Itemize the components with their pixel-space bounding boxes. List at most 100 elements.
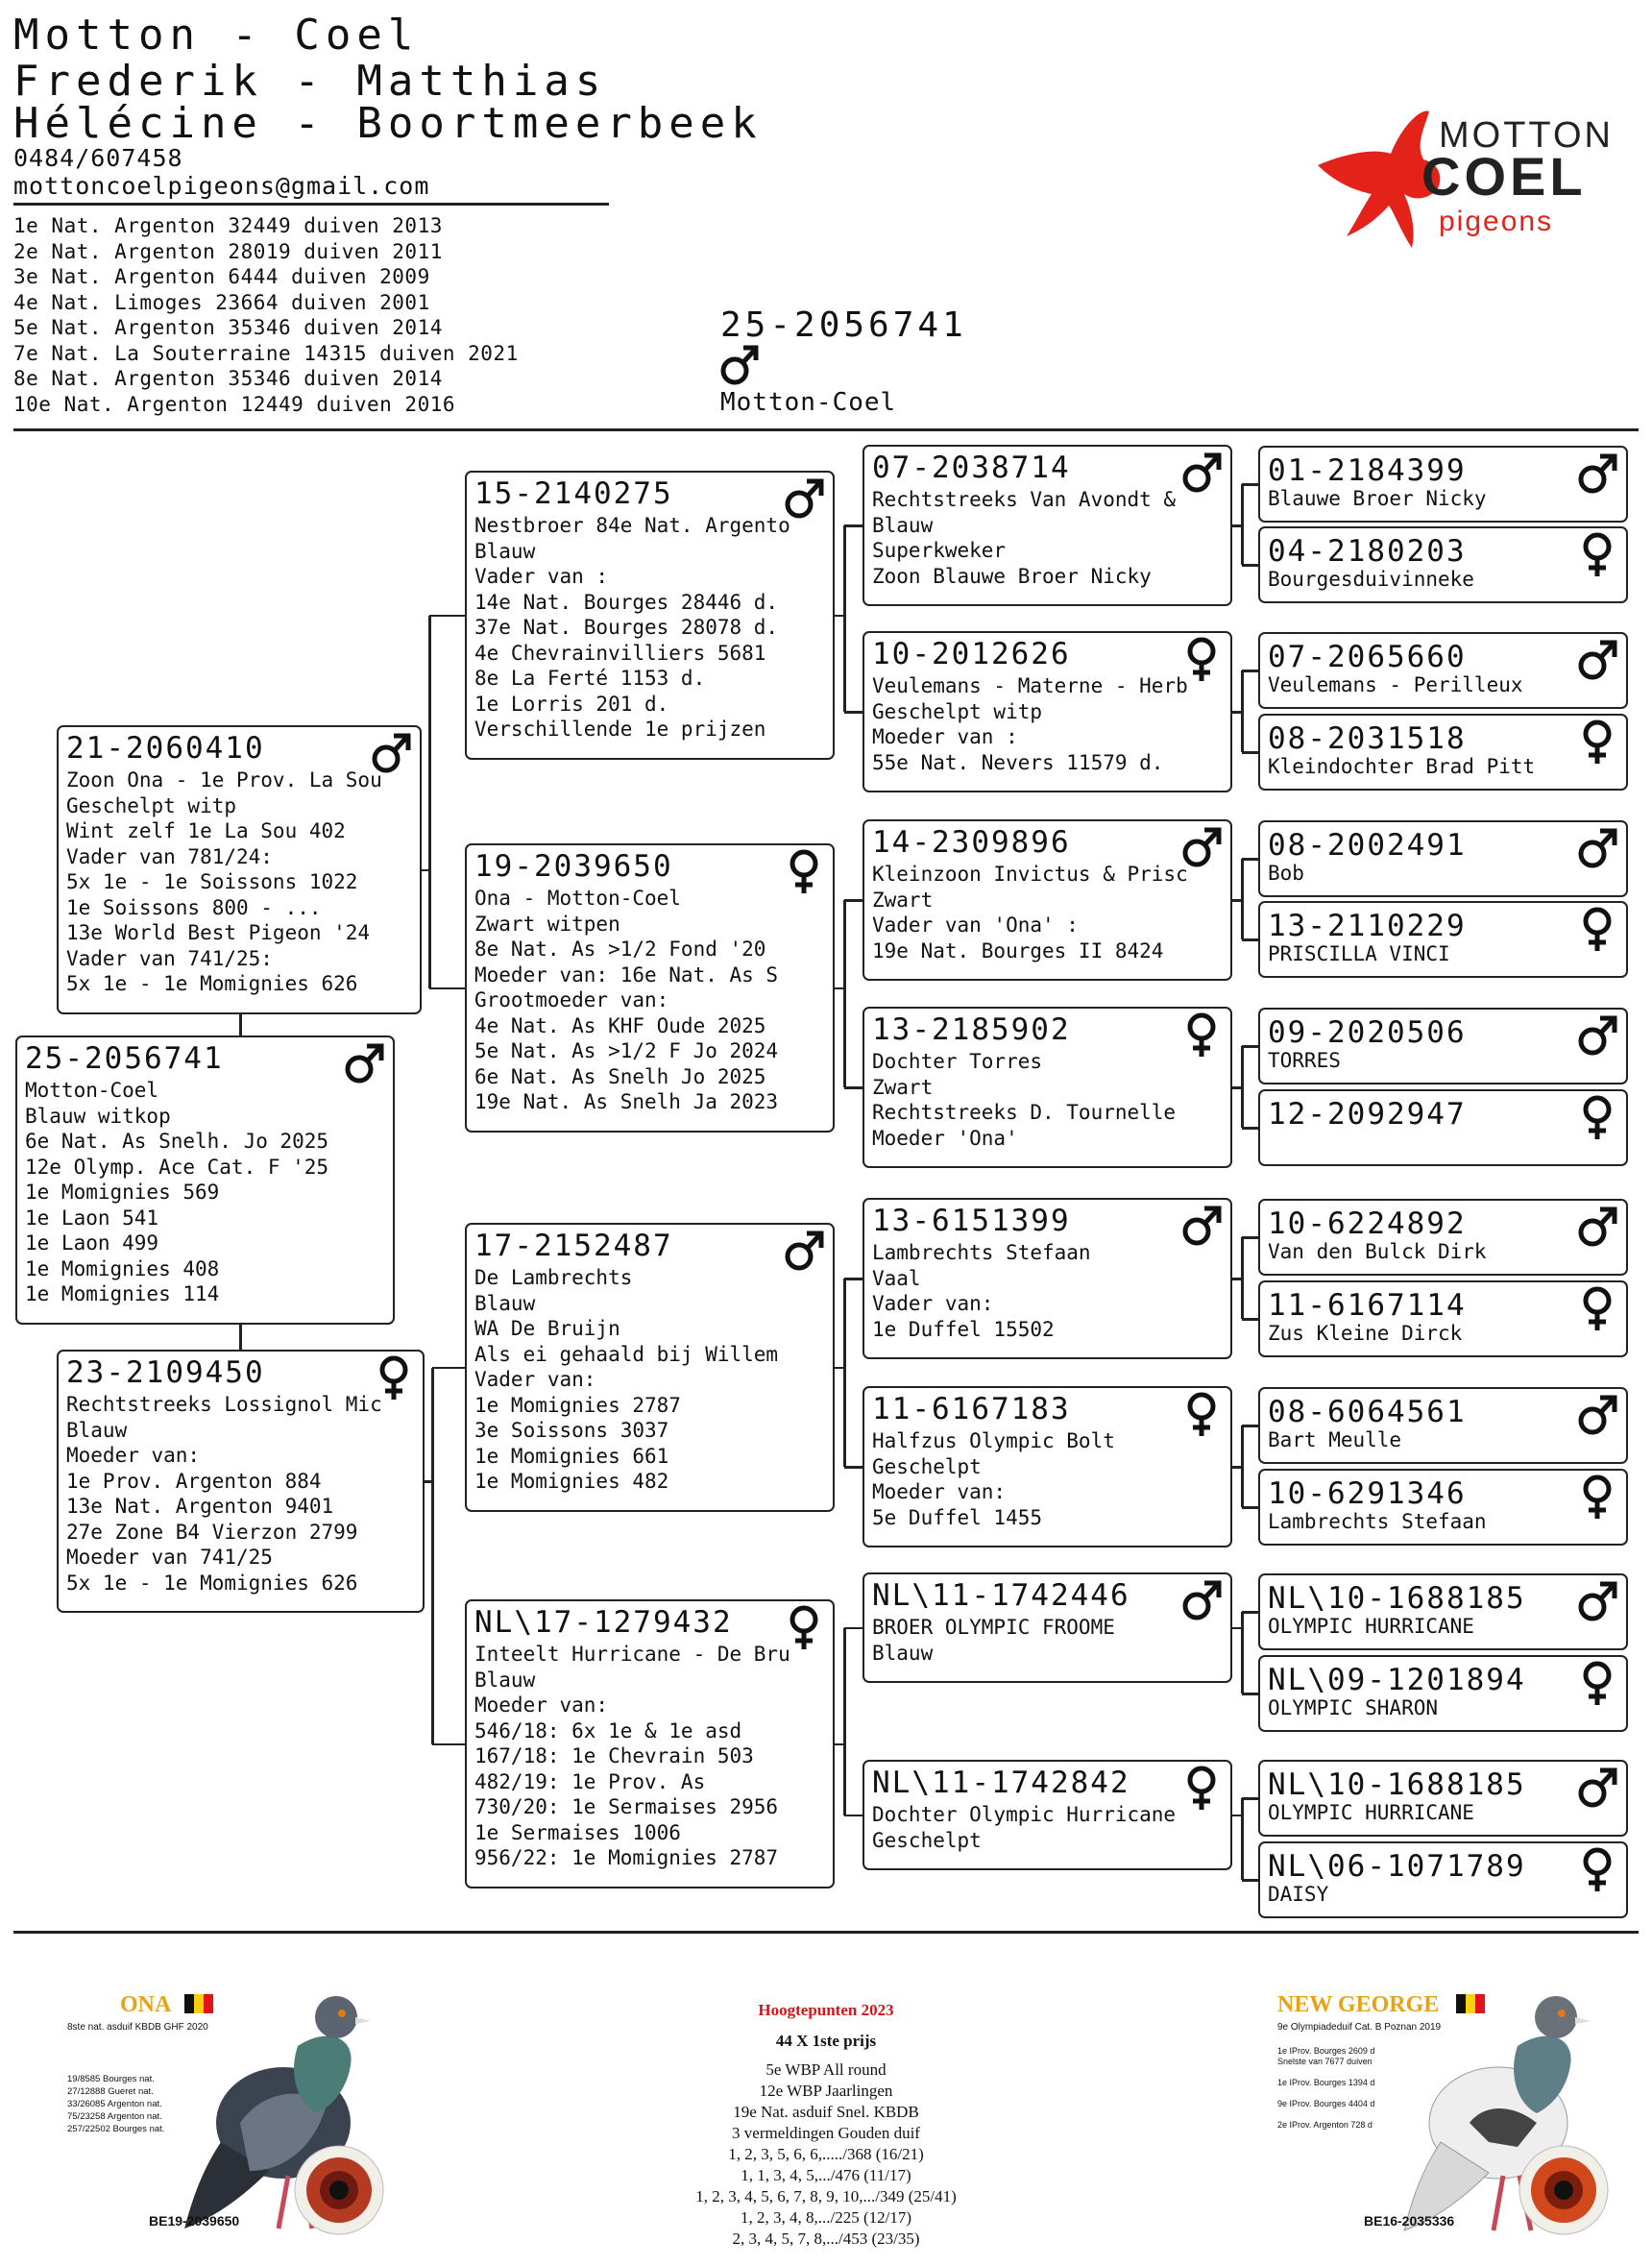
connector-line <box>1232 1814 1242 1816</box>
male-icon <box>1180 1202 1223 1250</box>
highlights-subtitle: 44 X 1ste prijs <box>775 2032 877 2050</box>
connector-line <box>428 615 431 988</box>
connector-line <box>1242 938 1258 941</box>
connector-line <box>1242 564 1258 567</box>
male-icon <box>1180 823 1223 871</box>
pedigree-box-g8: 12-2092947 <box>1258 1089 1628 1166</box>
connector-line <box>1232 1086 1242 1089</box>
connector-line <box>1241 859 1244 939</box>
female-icon <box>1576 1659 1618 1707</box>
male-icon <box>718 342 761 388</box>
connector-line <box>835 1742 844 1745</box>
pedigree-info: PRISCILLA VINCI <box>1268 942 1450 965</box>
connector-line <box>1242 1045 1258 1048</box>
highlight-line: 19e Nat. asduif Snel. KBDB <box>733 2103 919 2121</box>
male-icon <box>783 475 825 523</box>
ona-subtitle: 8ste nat. asduif KBDB GHF 2020 <box>67 2022 208 2033</box>
ring-number: NL\11-1742446 <box>872 1578 1130 1613</box>
female-icon <box>783 847 825 895</box>
ring-number: NL\10-1688185 <box>1268 1767 1526 1802</box>
connector-line <box>844 1814 862 1816</box>
loft-result-item: 10e Nat. Argenton 12449 duiven 2016 <box>13 392 456 416</box>
male-icon <box>1576 636 1618 684</box>
female-icon <box>1576 1845 1618 1893</box>
ring-number: 11-6167114 <box>1268 1288 1467 1323</box>
connector-line <box>1241 484 1244 565</box>
new-george-subtitle: 9e Olympiadeduif Cat. B Poznan 2019 <box>1277 2022 1442 2033</box>
connector-line <box>1232 1278 1242 1280</box>
female-icon <box>373 1353 415 1401</box>
pedigree-info: Veulemans - Materne - Herb Geschelpt wit… <box>872 674 1188 774</box>
motton-coel-logo: MOTTON COEL pigeons <box>1316 106 1614 250</box>
connector-line <box>239 1014 242 1036</box>
pedigree-info: TORRES <box>1268 1049 1341 1072</box>
ring-number: 10-6224892 <box>1268 1206 1467 1241</box>
ring-number: 14-2309896 <box>872 825 1071 860</box>
ring-number: 15-2140275 <box>474 476 673 511</box>
logo-line-motton: MOTTON <box>1439 115 1614 156</box>
female-icon <box>1576 1093 1618 1141</box>
pedigree-info: Rechtstreeks Van Avondt & Blauw Superkwe… <box>872 488 1177 588</box>
new-george-eye-image <box>1518 2144 1610 2240</box>
pedigree-info: Dochter Olympic Hurricane Geschelpt <box>872 1803 1177 1852</box>
connector-line <box>1232 524 1242 527</box>
connector-line <box>425 1480 432 1483</box>
ona-eye-image <box>293 2144 385 2240</box>
highlight-line: 12e WBP Jaarlingen <box>759 2082 893 2100</box>
ring-number: 09-2020506 <box>1268 1015 1467 1050</box>
footer-divider <box>13 1931 1639 1934</box>
male-icon <box>1576 450 1618 498</box>
ring-number: NL\09-1201894 <box>1268 1663 1526 1697</box>
pigeon-logo-icon <box>1318 110 1441 248</box>
pedigree-info: Motton-Coel Blauw witkop 6e Nat. As Snel… <box>25 1079 329 1305</box>
pedigree-info: DAISY <box>1268 1883 1329 1906</box>
connector-line <box>239 1325 242 1350</box>
pedigree-info: Kleindochter Brad Pitt <box>1268 755 1536 778</box>
loft-result-item: 2e Nat. Argenton 28019 duiven 2011 <box>13 239 443 263</box>
highlight-line: 2, 3, 4, 5, 7, 8,.../453 (23/35) <box>732 2229 920 2248</box>
highlight-line: 3 vermeldingen Gouden duif <box>732 2124 920 2142</box>
new-george-name: NEW GEORGE <box>1277 1992 1440 2017</box>
loft-result-item: 3e Nat. Argenton 6444 duiven 2009 <box>13 265 430 288</box>
connector-line <box>844 1466 862 1469</box>
connector-line <box>1241 1798 1244 1880</box>
connector-line <box>843 1279 846 1467</box>
ring-number: 25-2056741 <box>25 1041 224 1076</box>
connector-line <box>844 899 862 902</box>
ring-number: NL\10-1688185 <box>1268 1581 1526 1616</box>
pedigree-info: Inteelt Hurricane - De Bru Blauw Moeder … <box>474 1643 790 1869</box>
ring-number: 10-2012626 <box>872 637 1071 671</box>
connector-line <box>843 525 846 712</box>
ring-number: 17-2152487 <box>474 1229 673 1263</box>
male-icon <box>1576 1391 1618 1439</box>
connector-line <box>1242 751 1258 754</box>
ring-number: 04-2180203 <box>1268 534 1467 569</box>
pedigree-info: Zoon Ona - 1e Prov. La Sou Geschelpt wit… <box>66 768 382 995</box>
pedigree-info: Ona - Motton-Coel Zwart witpen 8e Nat. A… <box>474 887 779 1113</box>
connector-line <box>844 1278 862 1280</box>
belgium-flag-icon <box>1456 1994 1485 2013</box>
pedigree-info: OLYMPIC HURRICANE <box>1268 1801 1474 1824</box>
connector-line <box>1232 1626 1242 1629</box>
ring-number: 21-2060410 <box>66 731 265 766</box>
connector-line <box>844 1086 862 1089</box>
highlights-2023: Hoogtepunten 2023 44 X 1ste prijs 5e WBP… <box>634 2000 1018 2250</box>
connector-line <box>429 614 465 617</box>
loft-result-item: 1e Nat. Argenton 32449 duiven 2013 <box>13 214 443 237</box>
